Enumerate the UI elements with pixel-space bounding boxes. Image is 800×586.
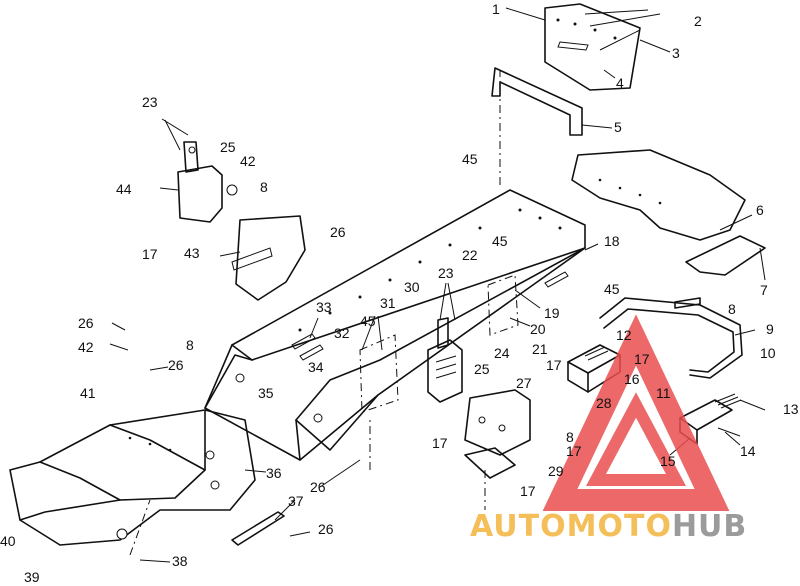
callout-34: 34 xyxy=(308,359,324,375)
callout-29: 29 xyxy=(548,463,564,479)
callout-26-d: 26 xyxy=(310,479,326,495)
callout-23-a: 23 xyxy=(142,94,158,110)
callout-18: 18 xyxy=(604,233,620,249)
callout-4: 4 xyxy=(616,75,624,91)
callout-38: 38 xyxy=(172,553,188,569)
callout-1: 1 xyxy=(492,1,500,17)
callout-28: 28 xyxy=(596,395,612,411)
callout-33: 33 xyxy=(316,299,332,315)
callout-6: 6 xyxy=(756,202,764,218)
watermark-triangle-logo xyxy=(542,314,730,511)
watermark-auto: AUTO xyxy=(470,509,567,544)
bottom-cradle xyxy=(9,409,256,546)
bumper-loop xyxy=(599,297,743,379)
callout-41: 41 xyxy=(80,385,96,401)
callout-2: 2 xyxy=(694,13,702,29)
callout-8-b: 8 xyxy=(260,179,268,195)
callout-17-e: 17 xyxy=(520,483,536,499)
watermark-moto: MOTO xyxy=(567,509,672,544)
watermark-brand-auto: AUTOMOTOHUB xyxy=(470,509,747,544)
callout-26-e: 26 xyxy=(318,521,334,537)
callout-23-b: 23 xyxy=(438,265,454,281)
callout-25-b: 25 xyxy=(474,361,490,377)
callout-35: 35 xyxy=(258,385,274,401)
callout-10: 10 xyxy=(760,345,776,361)
center-bracket xyxy=(427,317,463,403)
callout-3: 3 xyxy=(672,45,680,61)
callout-13: 13 xyxy=(783,401,799,417)
callout-24: 24 xyxy=(494,345,510,361)
side-bracket-6 xyxy=(685,235,766,281)
callout-39: 39 xyxy=(24,569,40,585)
callout-42-b: 42 xyxy=(78,339,94,355)
callout-leaders xyxy=(109,7,766,563)
callout-44: 44 xyxy=(116,181,132,197)
callout-27: 27 xyxy=(516,375,532,391)
callout-37: 37 xyxy=(288,493,304,509)
callout-19: 19 xyxy=(544,305,560,321)
callout-17-d: 17 xyxy=(566,443,582,459)
watermark: AUTOMOTOHUB xyxy=(470,314,747,544)
callout-45-b: 45 xyxy=(492,233,508,249)
assembly-center-lines xyxy=(129,70,501,556)
callout-21: 21 xyxy=(532,341,548,357)
callout-36: 36 xyxy=(266,465,282,481)
callout-7: 7 xyxy=(760,282,768,298)
callout-45-c: 45 xyxy=(604,281,620,297)
callout-40: 40 xyxy=(0,533,16,549)
callout-15: 15 xyxy=(660,453,676,469)
callout-30: 30 xyxy=(404,279,420,295)
callout-31: 31 xyxy=(380,295,396,311)
callout-17-c: 17 xyxy=(432,435,448,451)
callout-5: 5 xyxy=(614,119,622,135)
callout-16: 16 xyxy=(624,371,640,387)
callout-26-c: 26 xyxy=(168,357,184,373)
callout-8-d: 8 xyxy=(566,429,574,445)
upper-left-bracket xyxy=(159,141,306,301)
strip-37 xyxy=(231,511,285,546)
callout-43: 43 xyxy=(184,245,200,261)
callout-22: 22 xyxy=(462,247,478,263)
callout-26-a: 26 xyxy=(330,224,346,240)
callout-8-right: 8 xyxy=(728,301,736,317)
callout-26-b: 26 xyxy=(78,315,94,331)
callout-11: 11 xyxy=(656,385,671,401)
rear-bracket xyxy=(491,67,746,241)
callout-20: 20 xyxy=(530,321,546,337)
callout-45-d: 45 xyxy=(360,313,376,329)
rear-mud-plate xyxy=(544,3,661,91)
callout-8-c: 8 xyxy=(186,337,194,353)
callout-12: 12 xyxy=(616,327,632,343)
callout-32: 32 xyxy=(334,325,350,341)
watermark-hub: HUB xyxy=(672,509,747,544)
callout-42-a: 42 xyxy=(240,153,256,169)
callout-14: 14 xyxy=(740,443,756,459)
callout-17-f: 17 xyxy=(142,246,158,262)
callout-17-a: 17 xyxy=(634,351,650,367)
lower-center-plate xyxy=(464,389,531,479)
callout-9: 9 xyxy=(766,321,774,337)
callout-45-a: 45 xyxy=(462,151,478,167)
callout-25-a: 25 xyxy=(220,139,236,155)
callout-17-b: 17 xyxy=(546,357,562,373)
